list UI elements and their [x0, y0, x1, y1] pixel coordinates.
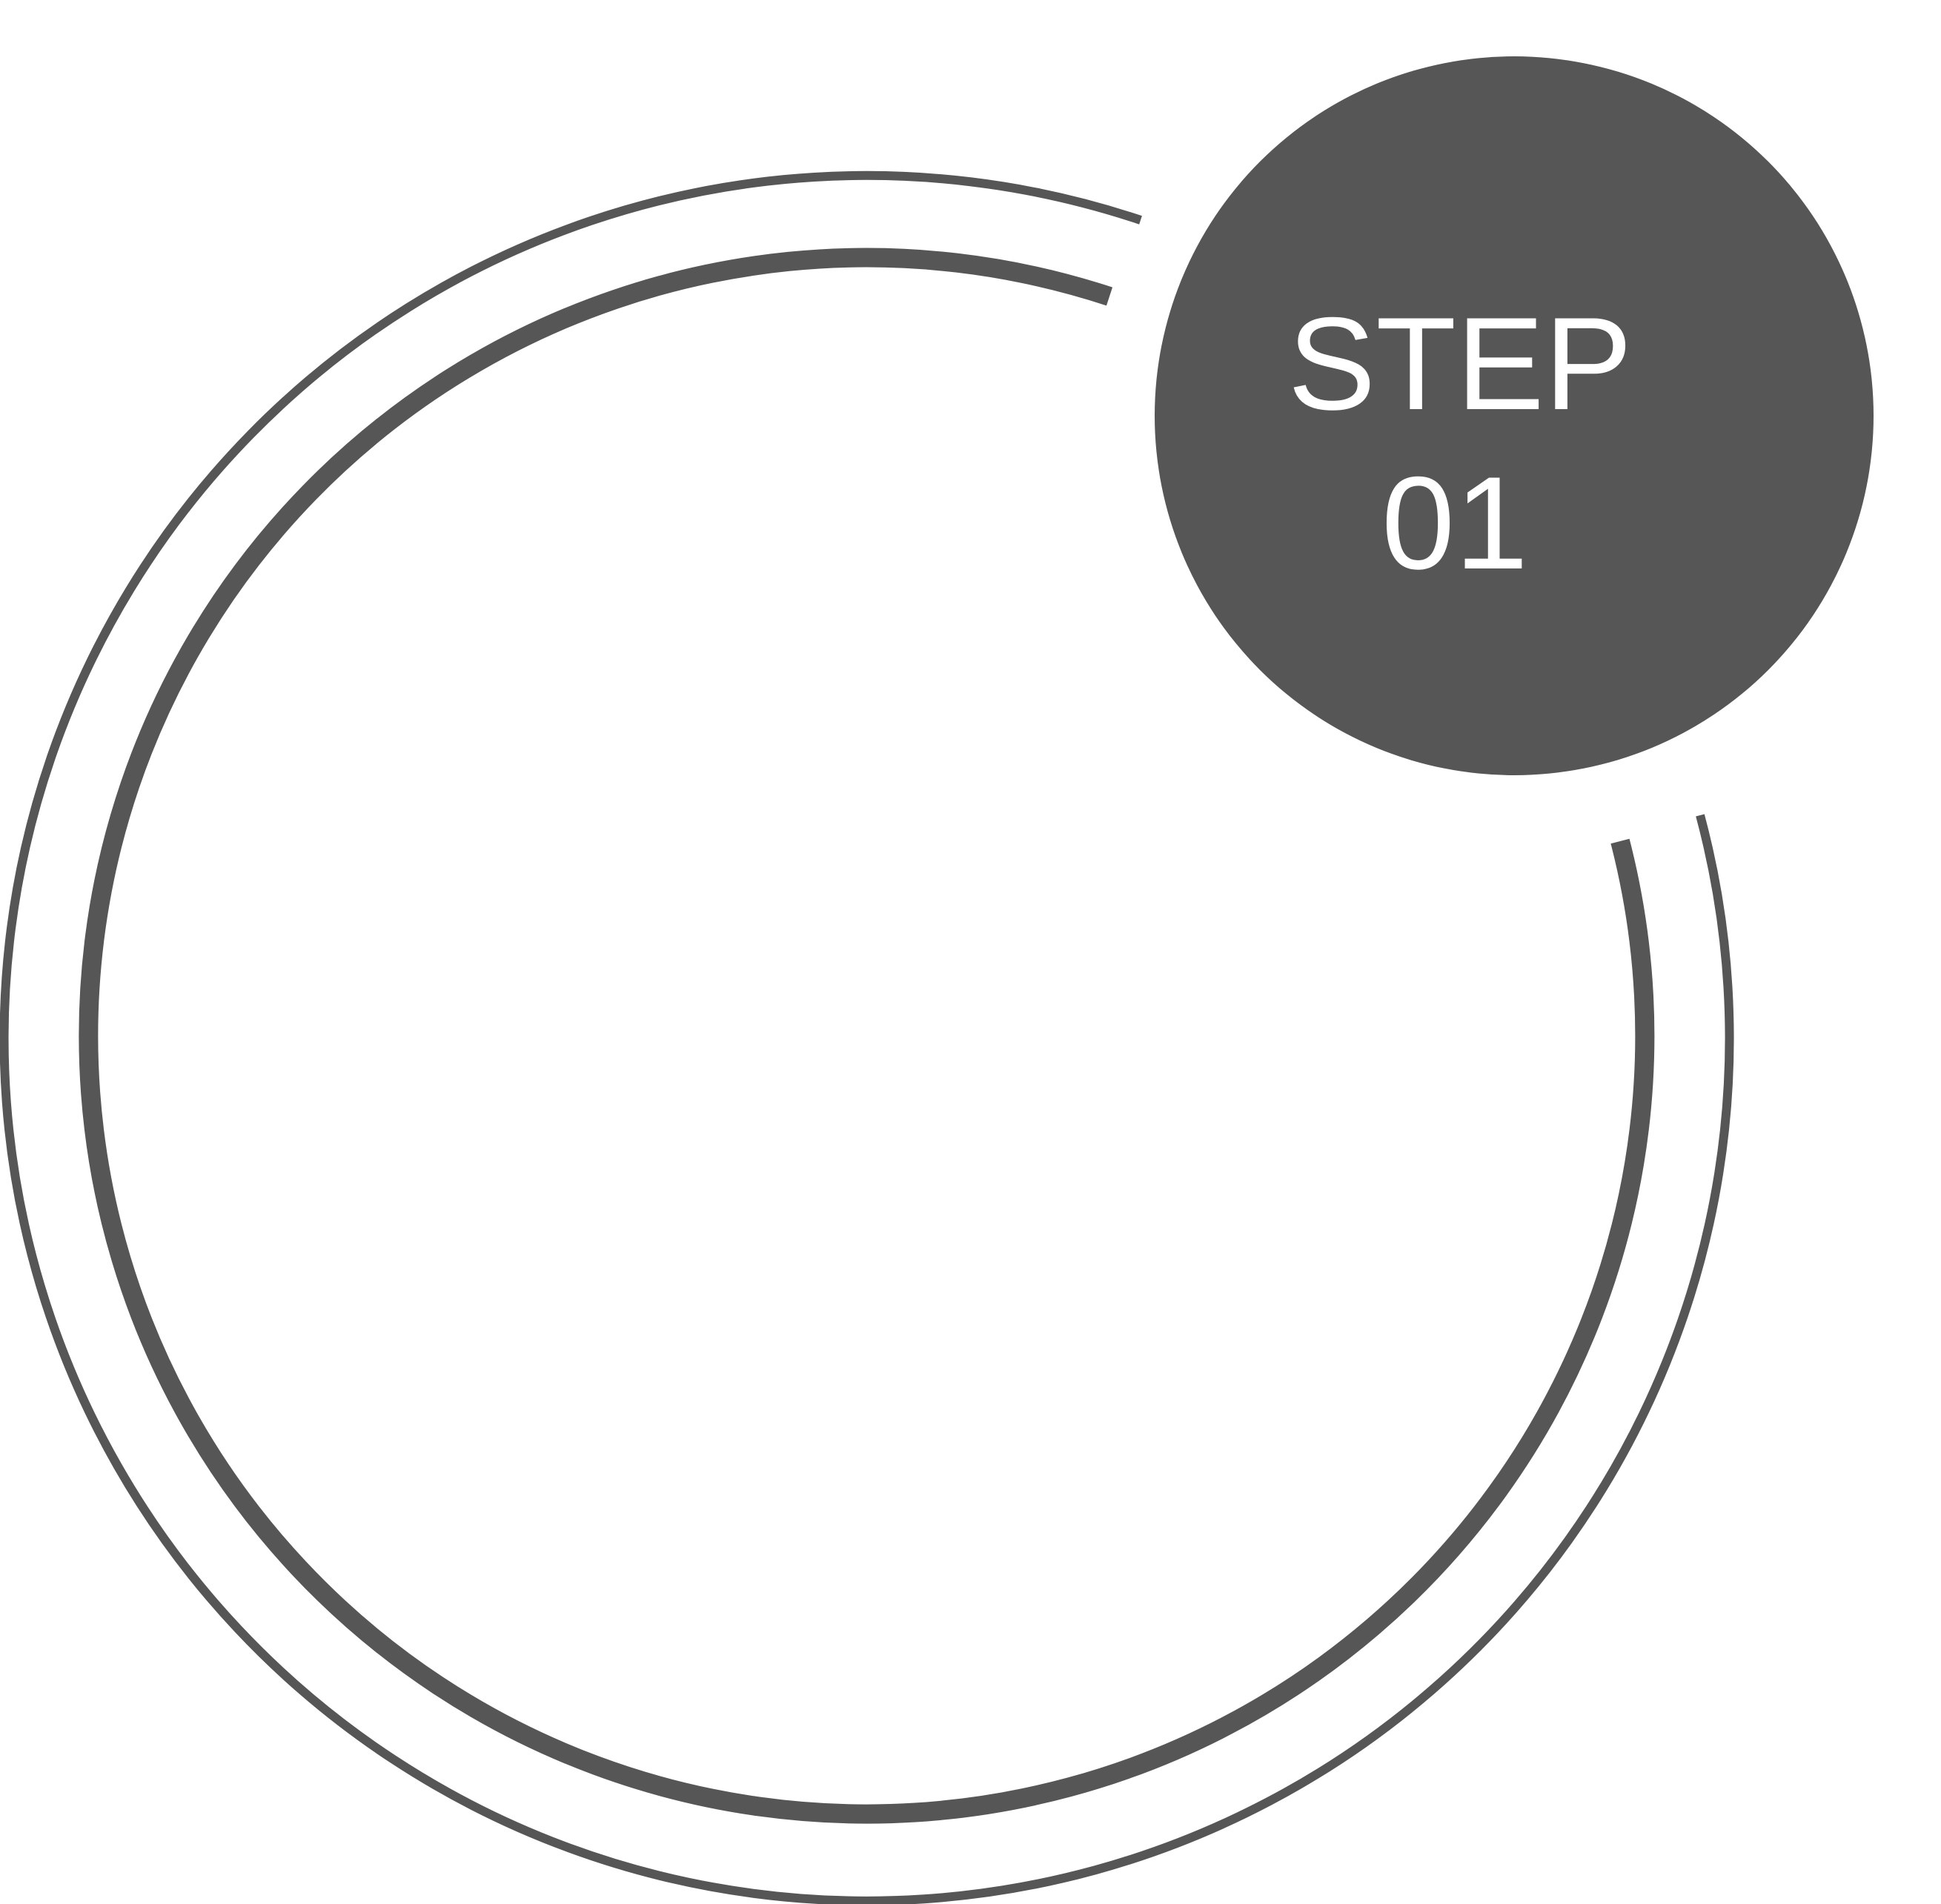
badge-circle: [1155, 56, 1874, 775]
ring-group: [0, 170, 1734, 1904]
badge-number: 01: [1381, 449, 1528, 597]
inner-ring-arc: [79, 248, 1655, 1824]
outer-ring-arc: [0, 170, 1734, 1904]
badge-label: STEP: [1288, 290, 1633, 437]
step-badge: STEP 01: [1155, 56, 1874, 775]
